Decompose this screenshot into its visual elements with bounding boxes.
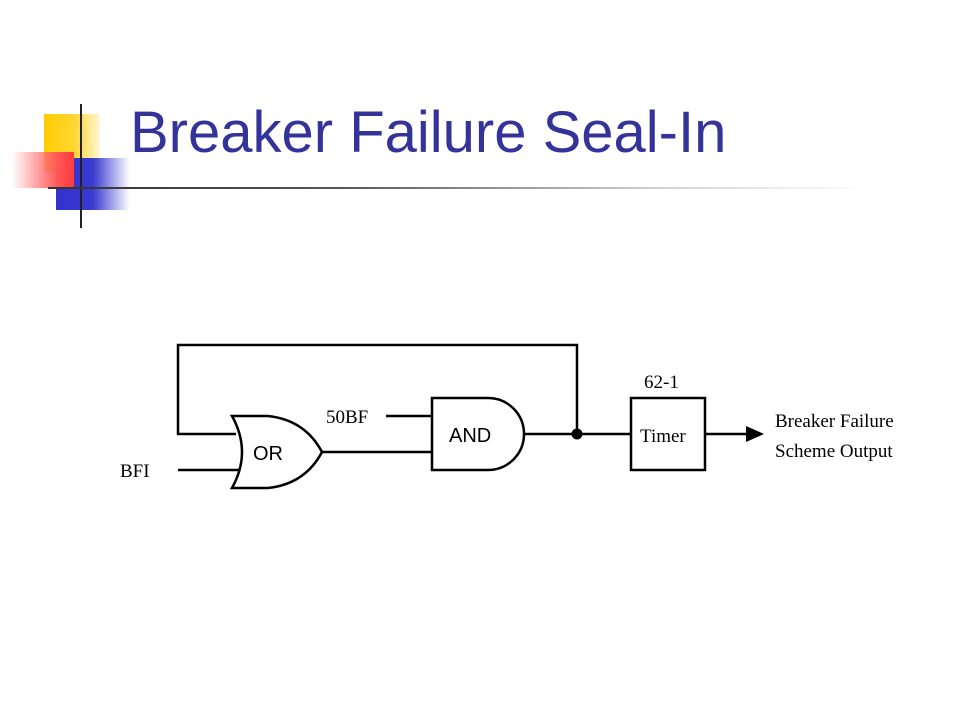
- timer-device-number: 62-1: [644, 372, 679, 393]
- output-label-line2: Scheme Output: [775, 441, 893, 462]
- and-gate: [430, 396, 526, 472]
- title-underline-rule: [48, 187, 868, 189]
- slide-title: Breaker Failure Seal-In: [130, 100, 727, 165]
- timer-label: Timer: [640, 426, 686, 447]
- bfi-label: BFI: [120, 461, 150, 482]
- title-decoration-red-block: [12, 152, 74, 188]
- title-decoration-vertical-line: [80, 104, 82, 228]
- output-arrow-head: [746, 426, 764, 442]
- and-gate-label: AND: [449, 425, 491, 447]
- junction-dot: [571, 428, 583, 440]
- seal-in-feedback-wire: [176, 343, 579, 436]
- or-gate-label: OR: [253, 443, 283, 465]
- 50bf-label: 50BF: [326, 407, 368, 428]
- output-label-line1: Breaker Failure: [775, 411, 894, 432]
- or-gate: [229, 414, 324, 490]
- timer-box: [629, 396, 707, 472]
